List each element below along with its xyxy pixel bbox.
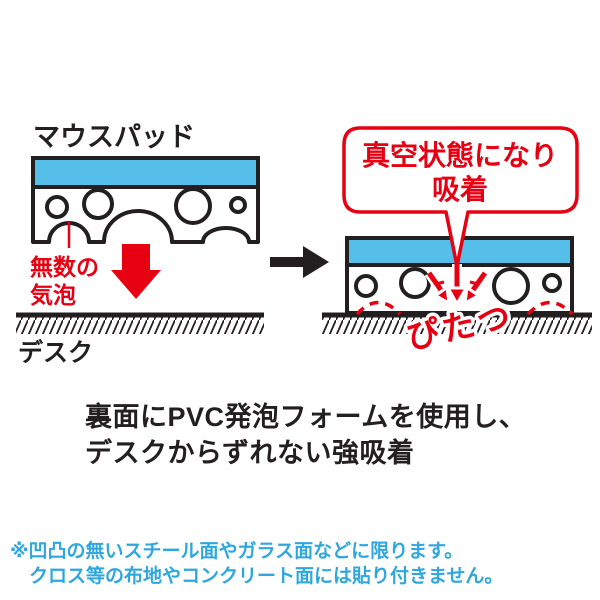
air-bubble	[45, 195, 69, 219]
vacuum-callout-line1: 真空状態になり	[362, 139, 558, 171]
air-bubbles	[354, 267, 562, 305]
air-bubble	[229, 196, 247, 214]
press-down-arrow-icon	[111, 244, 161, 299]
right-arrow-icon	[270, 246, 329, 278]
headline-line2: デスクからずれない強吸着	[85, 438, 415, 468]
footnote-line1: ※凹凸の無いスチール面やガラス面などに限ります。	[10, 541, 464, 562]
vacuum-callout-line2: 吸着	[432, 173, 488, 205]
vacuum-callout-bubble	[342, 126, 579, 268]
suction-diagram-canvas: マウスパッド 無数の 気泡 デスク	[16, 122, 592, 367]
desk-hatching	[16, 317, 264, 334]
air-bubble	[399, 267, 431, 299]
suction-arc-left	[355, 300, 402, 316]
headline-line1: 裏面にPVC発泡フォームを使用し、	[85, 402, 527, 432]
headline: 裏面にPVC発泡フォームを使用し、 デスクからずれない強吸着	[85, 399, 526, 471]
air-bubble	[354, 274, 378, 298]
before-diagram: マウスパッド 無数の 気泡 デスク	[16, 122, 264, 367]
desk-hatching	[322, 317, 592, 334]
after-diagram: 真空状態になり 吸着 ぴたつ	[322, 126, 592, 359]
footnote-line2: クロス等の布地やコンクリート面には貼り付きません。	[29, 566, 504, 587]
air-bubble	[492, 267, 530, 305]
mousepad-label: マウスパッド	[33, 122, 195, 152]
air-bubble	[174, 187, 212, 225]
footnote: ※凹凸の無いスチール面やガラス面などに限ります。 クロス等の布地やコンクリート面…	[10, 539, 503, 589]
bubbles-note-line2: 気泡	[30, 282, 76, 308]
air-bubble	[82, 188, 114, 220]
pad-top-sheet	[31, 156, 260, 189]
suction-arrows-icon	[424, 264, 490, 308]
suction-arc-right	[526, 300, 574, 316]
desk-label: デスク	[18, 338, 93, 367]
air-bubble	[542, 273, 562, 293]
air-bubbles	[45, 187, 247, 225]
bubbles-note-line1: 無数の	[30, 254, 99, 280]
